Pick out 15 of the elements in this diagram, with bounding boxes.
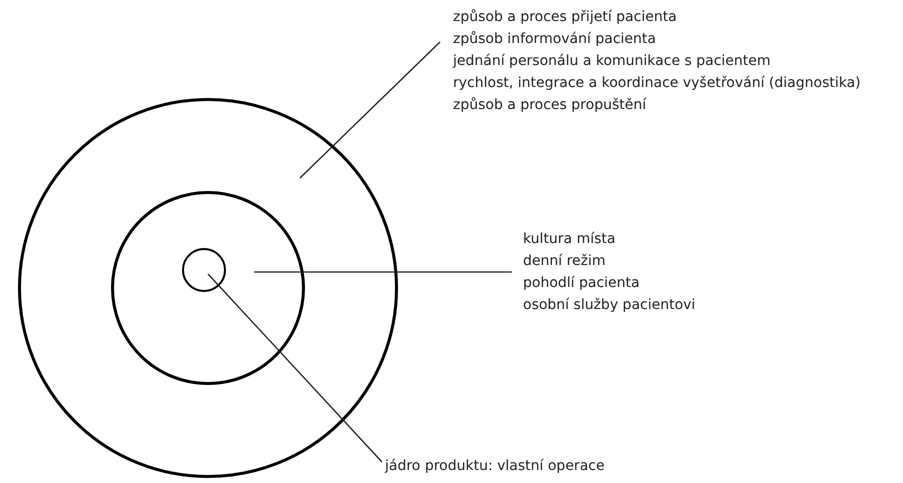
list-item: způsob a proces přijetí pacienta: [453, 8, 677, 27]
callout-text: jádro produktu: vlastní operace: [385, 457, 605, 476]
list-item: rychlost, integrace a koordinace vyšetřování (diagnostika): [453, 74, 861, 93]
list-item: způsob informování pacienta: [453, 30, 656, 49]
list-item: způsob a proces propuštění: [453, 96, 646, 115]
leader-line: [254, 271, 512, 273]
leader-line: [208, 274, 382, 462]
list-item: denní režim: [523, 252, 606, 271]
middle-ring: [111, 191, 305, 385]
leader-line: [300, 42, 440, 178]
list-item: kultura místa: [523, 230, 616, 249]
inner-circle: [182, 248, 226, 292]
list-item: pohodlí pacienta: [523, 274, 640, 293]
list-item: jednání personálu a komunikace s pacientem: [453, 52, 771, 71]
list-item: osobní služby pacientovi: [523, 296, 696, 315]
